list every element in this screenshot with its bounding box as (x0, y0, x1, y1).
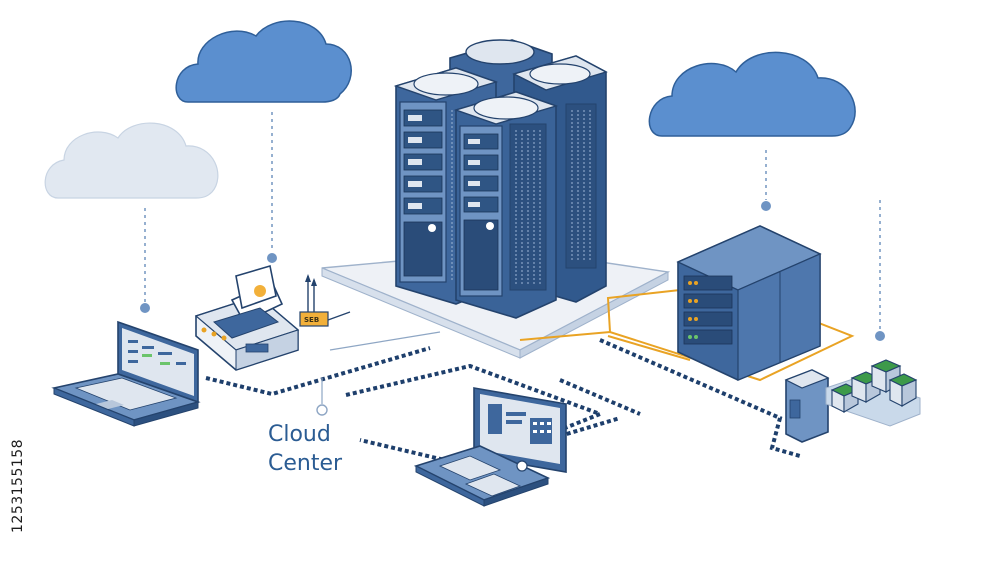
laptop (51, 320, 201, 427)
diagram-title-line2: Center (268, 451, 343, 476)
storage-stacks (825, 359, 921, 427)
orange-links (519, 289, 855, 382)
network-cables (205, 338, 801, 469)
workstation (413, 387, 567, 507)
device-tag-label: SEB (304, 316, 319, 324)
device-tag: SEB (299, 274, 351, 327)
stock-id-label: 1253155158 (10, 438, 26, 533)
connector-dots (140, 201, 885, 341)
cable-node (316, 404, 328, 416)
cloud-top-left (175, 20, 352, 103)
edge-server (784, 369, 830, 443)
diagram-title: Cloud Center (268, 420, 342, 478)
server-cabinet-right (676, 225, 822, 381)
cloud-right (648, 51, 856, 137)
cable-thin-lines (321, 331, 441, 404)
diagram-title-line1: Cloud (268, 422, 331, 447)
cloud-left-pale (44, 122, 219, 199)
cloud-drop-lines (144, 112, 881, 330)
terminal-device (194, 264, 300, 371)
server-tower-group (393, 39, 608, 319)
